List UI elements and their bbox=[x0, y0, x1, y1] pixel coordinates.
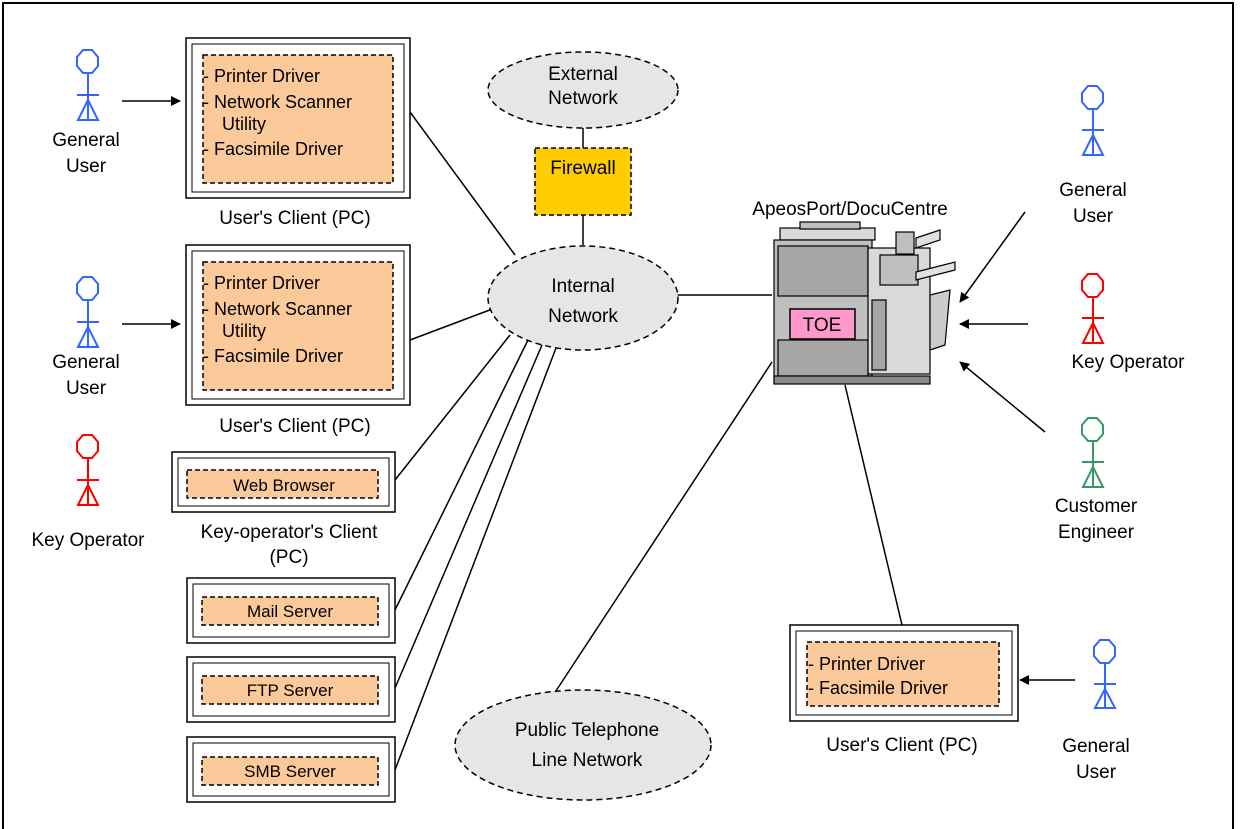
user-client-middle: - Printer Driver - Network Scanner Utili… bbox=[185, 244, 411, 437]
toe-box bbox=[789, 308, 856, 340]
ftp-server-label: FTP Server bbox=[247, 681, 334, 700]
user-client-bottom-right: - Printer Driver - Facsimile Driver User… bbox=[789, 624, 1019, 756]
line-mid-client-internal bbox=[409, 307, 496, 341]
actor-label-line-2: User bbox=[66, 378, 107, 399]
mid-client-item-4: - Facsimile Driver bbox=[203, 346, 343, 366]
internal-network-cloud: Internal Network bbox=[487, 245, 679, 351]
line-public-device bbox=[549, 361, 773, 701]
actor-key-operator-left: Key Operator bbox=[32, 434, 146, 551]
actor-label-line-2: User bbox=[1073, 206, 1114, 227]
mid-client-item-3: Utility bbox=[222, 321, 266, 341]
internal-network-label-2: Network bbox=[548, 306, 618, 327]
toe-label: TOE bbox=[803, 315, 842, 336]
top-client-caption: User's Client (PC) bbox=[219, 208, 370, 229]
arrow-engineer-device bbox=[959, 361, 1046, 433]
actor-label-line-2: Engineer bbox=[1058, 522, 1135, 543]
firewall-label: Firewall bbox=[550, 158, 615, 179]
actor-label-line-1: General bbox=[1062, 736, 1130, 757]
actor-key-operator-right: Key Operator bbox=[1072, 273, 1186, 373]
ftp-server: FTP Server bbox=[186, 656, 396, 723]
actor-label: Key Operator bbox=[1072, 352, 1186, 373]
mail-server: Mail Server bbox=[186, 577, 396, 644]
top-client-item-2: - Network Scanner bbox=[203, 92, 352, 112]
actor-label-line-2: User bbox=[1076, 762, 1117, 783]
line-device-bottom-client bbox=[844, 384, 903, 626]
actor-general-user-right: General User bbox=[1059, 85, 1127, 227]
actor-label-line-2: User bbox=[66, 156, 107, 177]
stick-figure-icon bbox=[1081, 417, 1105, 488]
stick-figure-icon bbox=[76, 434, 100, 506]
connection-lines bbox=[394, 111, 903, 771]
smb-server-label: SMB Server bbox=[244, 762, 336, 781]
mail-server-label: Mail Server bbox=[247, 602, 333, 621]
actor-label-line-1: Customer bbox=[1055, 496, 1138, 517]
bottom-client-item-1: - Printer Driver bbox=[808, 654, 925, 674]
actor-label-line-1: General bbox=[1059, 180, 1127, 201]
stick-figure-icon bbox=[1081, 273, 1105, 344]
external-network-label-2: Network bbox=[548, 88, 618, 109]
mid-client-item-1: - Printer Driver bbox=[203, 273, 320, 293]
top-client-item-4: - Facsimile Driver bbox=[203, 139, 343, 159]
public-telephone-network-cloud: Public Telephone Line Network bbox=[454, 689, 712, 801]
mid-client-item-2: - Network Scanner bbox=[203, 299, 352, 319]
mid-client-caption: User's Client (PC) bbox=[219, 416, 370, 437]
device-name-label: ApeosPort/DocuCentre bbox=[752, 199, 947, 220]
stick-figure-icon bbox=[76, 49, 100, 121]
actor-general-user-bottom: General User bbox=[1062, 639, 1130, 783]
external-network-label-1: External bbox=[548, 64, 618, 85]
web-browser-label: Web Browser bbox=[233, 476, 335, 495]
bottom-client-item-2: - Facsimile Driver bbox=[808, 678, 948, 698]
top-client-item-1: - Printer Driver bbox=[203, 66, 320, 86]
key-operator-client: Web Browser Key-operator's Client (PC) bbox=[171, 451, 396, 568]
external-network-cloud: External Network bbox=[487, 51, 679, 129]
stick-figure-icon bbox=[76, 276, 100, 348]
apeosport-device: ApeosPort/DocuCentre TOE bbox=[752, 199, 956, 385]
arrow-generaluser-device bbox=[959, 211, 1026, 303]
key-operator-client-caption-1: Key-operator's Client bbox=[201, 522, 379, 543]
user-client-top: - Printer Driver - Network Scanner Utili… bbox=[185, 37, 411, 229]
actor-general-user-2: General User bbox=[52, 276, 120, 399]
line-ftp-internal bbox=[394, 344, 543, 689]
line-webbrowser-internal bbox=[394, 334, 511, 481]
bottom-client-caption: User's Client (PC) bbox=[826, 735, 977, 756]
public-network-label-1: Public Telephone bbox=[515, 720, 659, 741]
firewall-box: Firewall bbox=[534, 147, 632, 216]
stick-figure-icon bbox=[1081, 85, 1105, 156]
line-mail-internal bbox=[394, 339, 529, 611]
internal-network-label-1: Internal bbox=[551, 276, 614, 297]
actor-customer-engineer: Customer Engineer bbox=[1055, 417, 1138, 543]
line-smb-internal bbox=[394, 347, 557, 771]
actor-label: Key Operator bbox=[32, 530, 146, 551]
line-top-client-internal bbox=[409, 111, 516, 256]
arrows bbox=[122, 96, 1075, 685]
stick-figure-icon bbox=[1093, 639, 1117, 709]
key-operator-client-caption-2: (PC) bbox=[269, 547, 308, 568]
actor-label-line-1: General bbox=[52, 130, 120, 151]
top-client-item-3: Utility bbox=[222, 114, 266, 134]
smb-server: SMB Server bbox=[186, 736, 396, 803]
actor-label-line-1: General bbox=[52, 352, 120, 373]
public-network-label-2: Line Network bbox=[532, 750, 643, 771]
actor-general-user-1: General User bbox=[52, 49, 120, 177]
